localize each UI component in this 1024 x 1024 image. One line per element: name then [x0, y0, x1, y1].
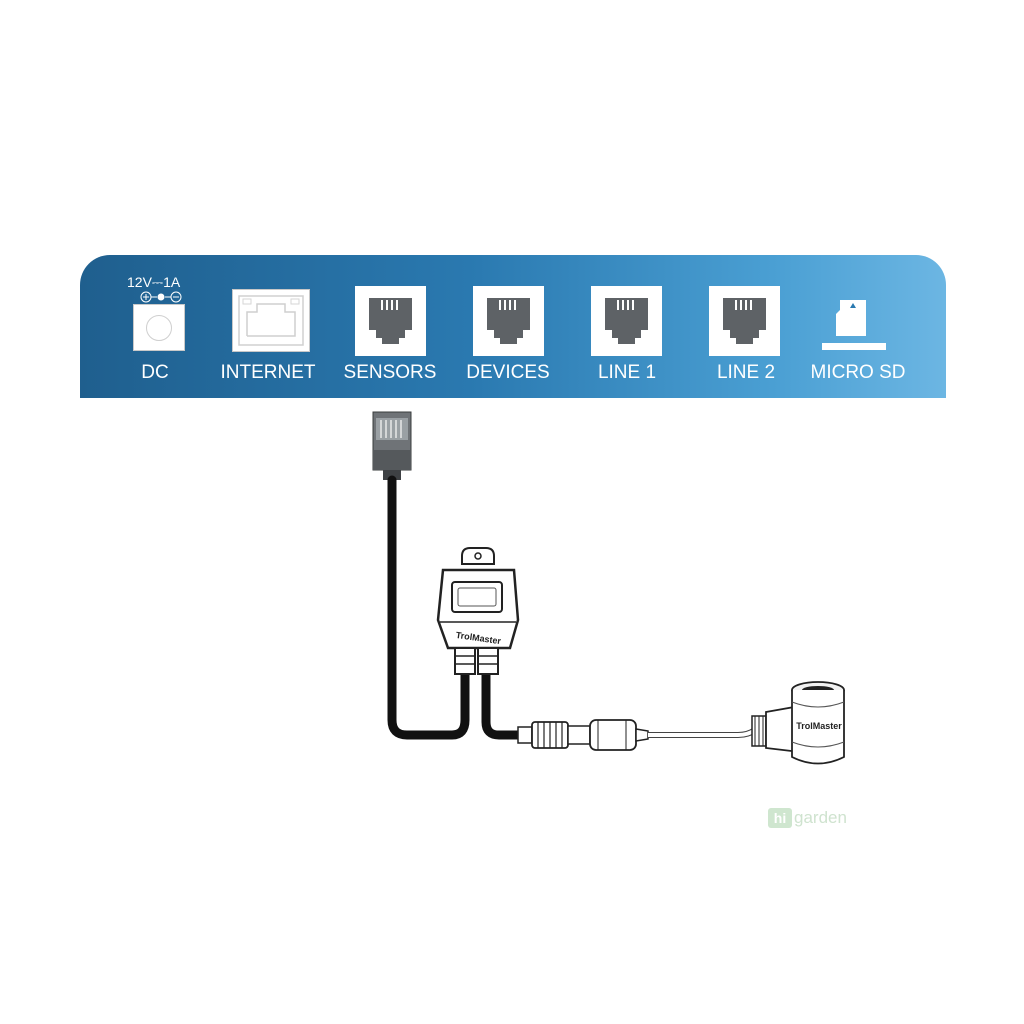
rj-jack-icon — [723, 298, 766, 344]
devices-port — [473, 286, 544, 356]
cable-path — [387, 475, 470, 740]
watermark-hi: hi — [768, 808, 792, 828]
port-label-line2: LINE 2 — [716, 362, 776, 383]
port-label-dc: DC — [141, 362, 169, 383]
internet-port — [232, 289, 310, 352]
line2-port — [709, 286, 780, 356]
micro-sd-icon — [822, 300, 886, 350]
rj-plug-icon — [372, 411, 412, 480]
sensors-port — [355, 286, 426, 356]
dc-port-hole — [146, 315, 172, 341]
rj-jack-icon — [369, 298, 412, 344]
rj-jack-icon — [487, 298, 530, 344]
watermark-logo: hi garden — [768, 808, 878, 838]
dc-port — [133, 304, 185, 351]
water-sensor: TrolMaster — [751, 681, 845, 765]
inline-connector — [517, 719, 649, 751]
dc-rating-label: 12V⎓1A — [127, 274, 181, 290]
port-label-line1: LINE 1 — [597, 362, 657, 383]
port-label-internet: INTERNET — [220, 362, 316, 383]
sensor-brand-label: TrolMaster — [796, 721, 842, 731]
watermark-garden: garden — [794, 808, 847, 827]
ethernet-jack-icon — [238, 295, 304, 346]
sensor-hub: TrolMaster — [436, 547, 520, 675]
port-label-devices: DEVICES — [466, 362, 550, 383]
port-label-microsd: MICRO SD — [810, 362, 906, 383]
port-label-sensors: SENSORS — [343, 362, 437, 383]
rj-jack-icon — [605, 298, 648, 344]
polarity-symbol-icon — [140, 291, 182, 303]
line1-port — [591, 286, 662, 356]
cable-path — [481, 667, 527, 740]
